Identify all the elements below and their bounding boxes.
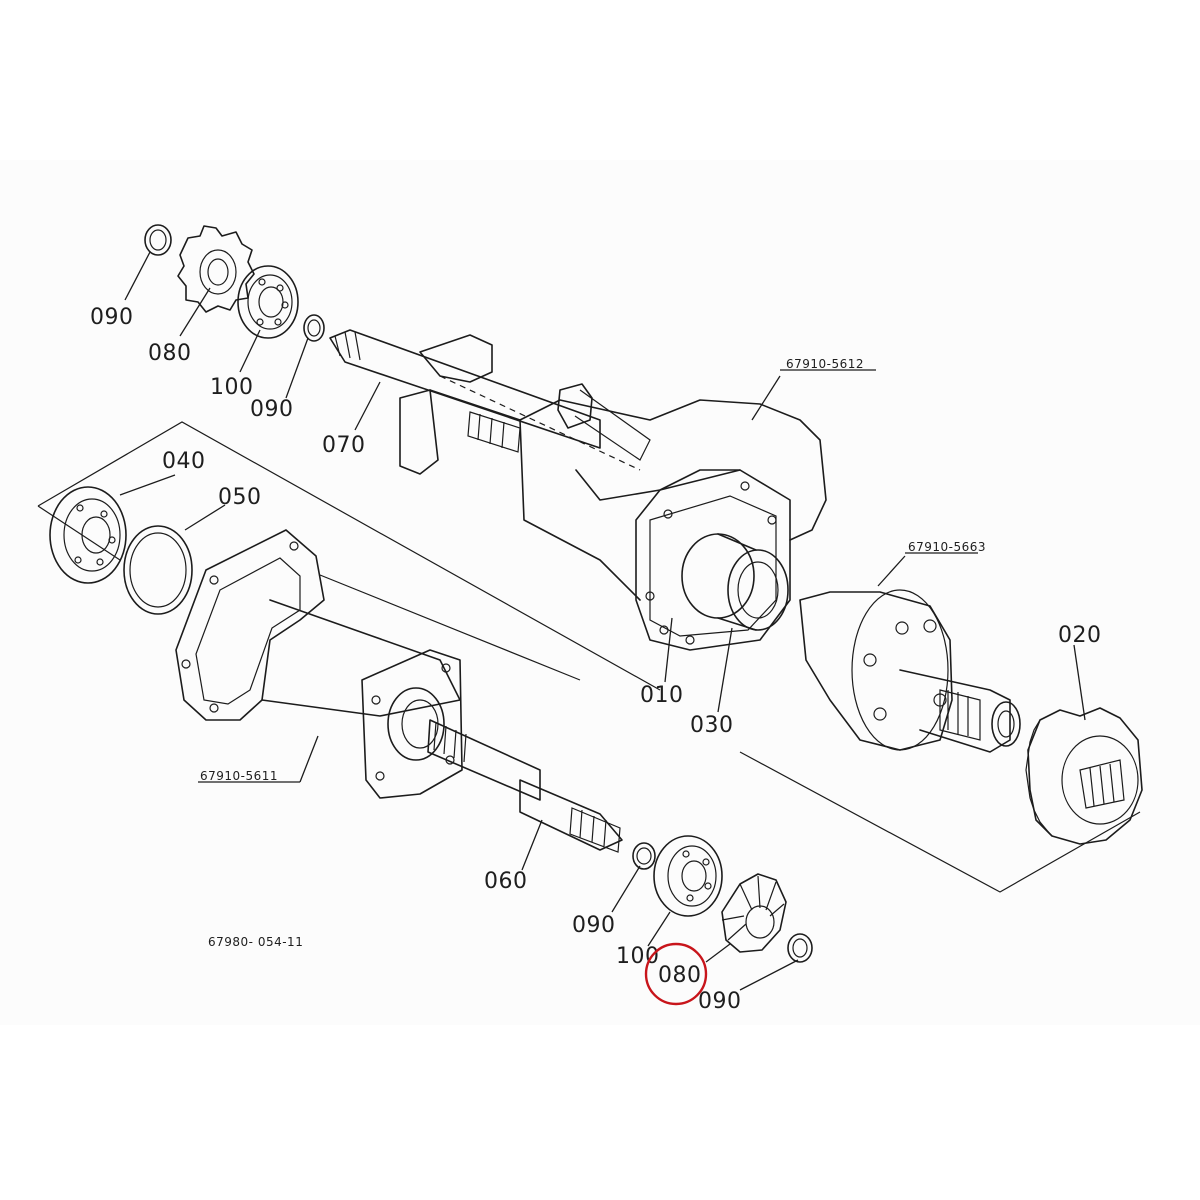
bearing-left [49, 486, 127, 584]
ring-gear [1025, 707, 1143, 845]
callout-040: 040 [162, 449, 206, 474]
axle-housing [175, 529, 463, 799]
ball-bearing-upper [237, 265, 299, 339]
callout-020: 020 [1058, 623, 1102, 648]
callout-090-upper-left: 090 [90, 305, 134, 330]
callout-050: 050 [218, 485, 262, 510]
drive-shaft-upper [329, 329, 601, 453]
axle-shaft [427, 719, 623, 853]
bevel-gear-lower [721, 873, 787, 953]
callout-080-lower: 080 [658, 963, 702, 988]
snap-ring-lower-left [632, 842, 656, 870]
leader-lines [119, 251, 1086, 991]
callout-090-lower-left: 090 [572, 913, 616, 938]
snap-ring-upper-right [303, 314, 325, 342]
callout-080-upper: 080 [148, 341, 192, 366]
callout-090-upper-right: 090 [250, 397, 294, 422]
assembly-label-5611: 67910-5611 [200, 769, 278, 783]
frame-lines [37, 421, 1141, 893]
highlight-circle-080 [644, 942, 708, 1006]
callout-090-lower-right: 090 [698, 989, 742, 1014]
callout-060: 060 [484, 869, 528, 894]
ball-bearing-lower [653, 835, 723, 917]
assembly-label-5612: 67910-5612 [786, 357, 864, 371]
assembly-labels: 67910-5612 67910-5663 67910-5611 67980- … [200, 357, 986, 949]
bevel-gear-upper [177, 225, 255, 313]
callout-labels: 090 080 100 090 070 040 050 010 030 020 … [90, 305, 1102, 1014]
transmission-housing [399, 334, 827, 651]
snap-ring-upper-left [144, 224, 172, 256]
callout-010: 010 [640, 683, 684, 708]
differential-case [799, 589, 1021, 753]
drawing-number: 67980- 054-11 [208, 935, 303, 949]
assembly-label-5663: 67910-5663 [908, 540, 986, 554]
callout-030: 030 [690, 713, 734, 738]
callout-100-upper: 100 [210, 375, 254, 400]
callout-070: 070 [322, 433, 366, 458]
snap-ring-lower-right [787, 933, 813, 963]
o-ring-left [123, 525, 193, 615]
housing-bore-bearing [681, 533, 789, 631]
